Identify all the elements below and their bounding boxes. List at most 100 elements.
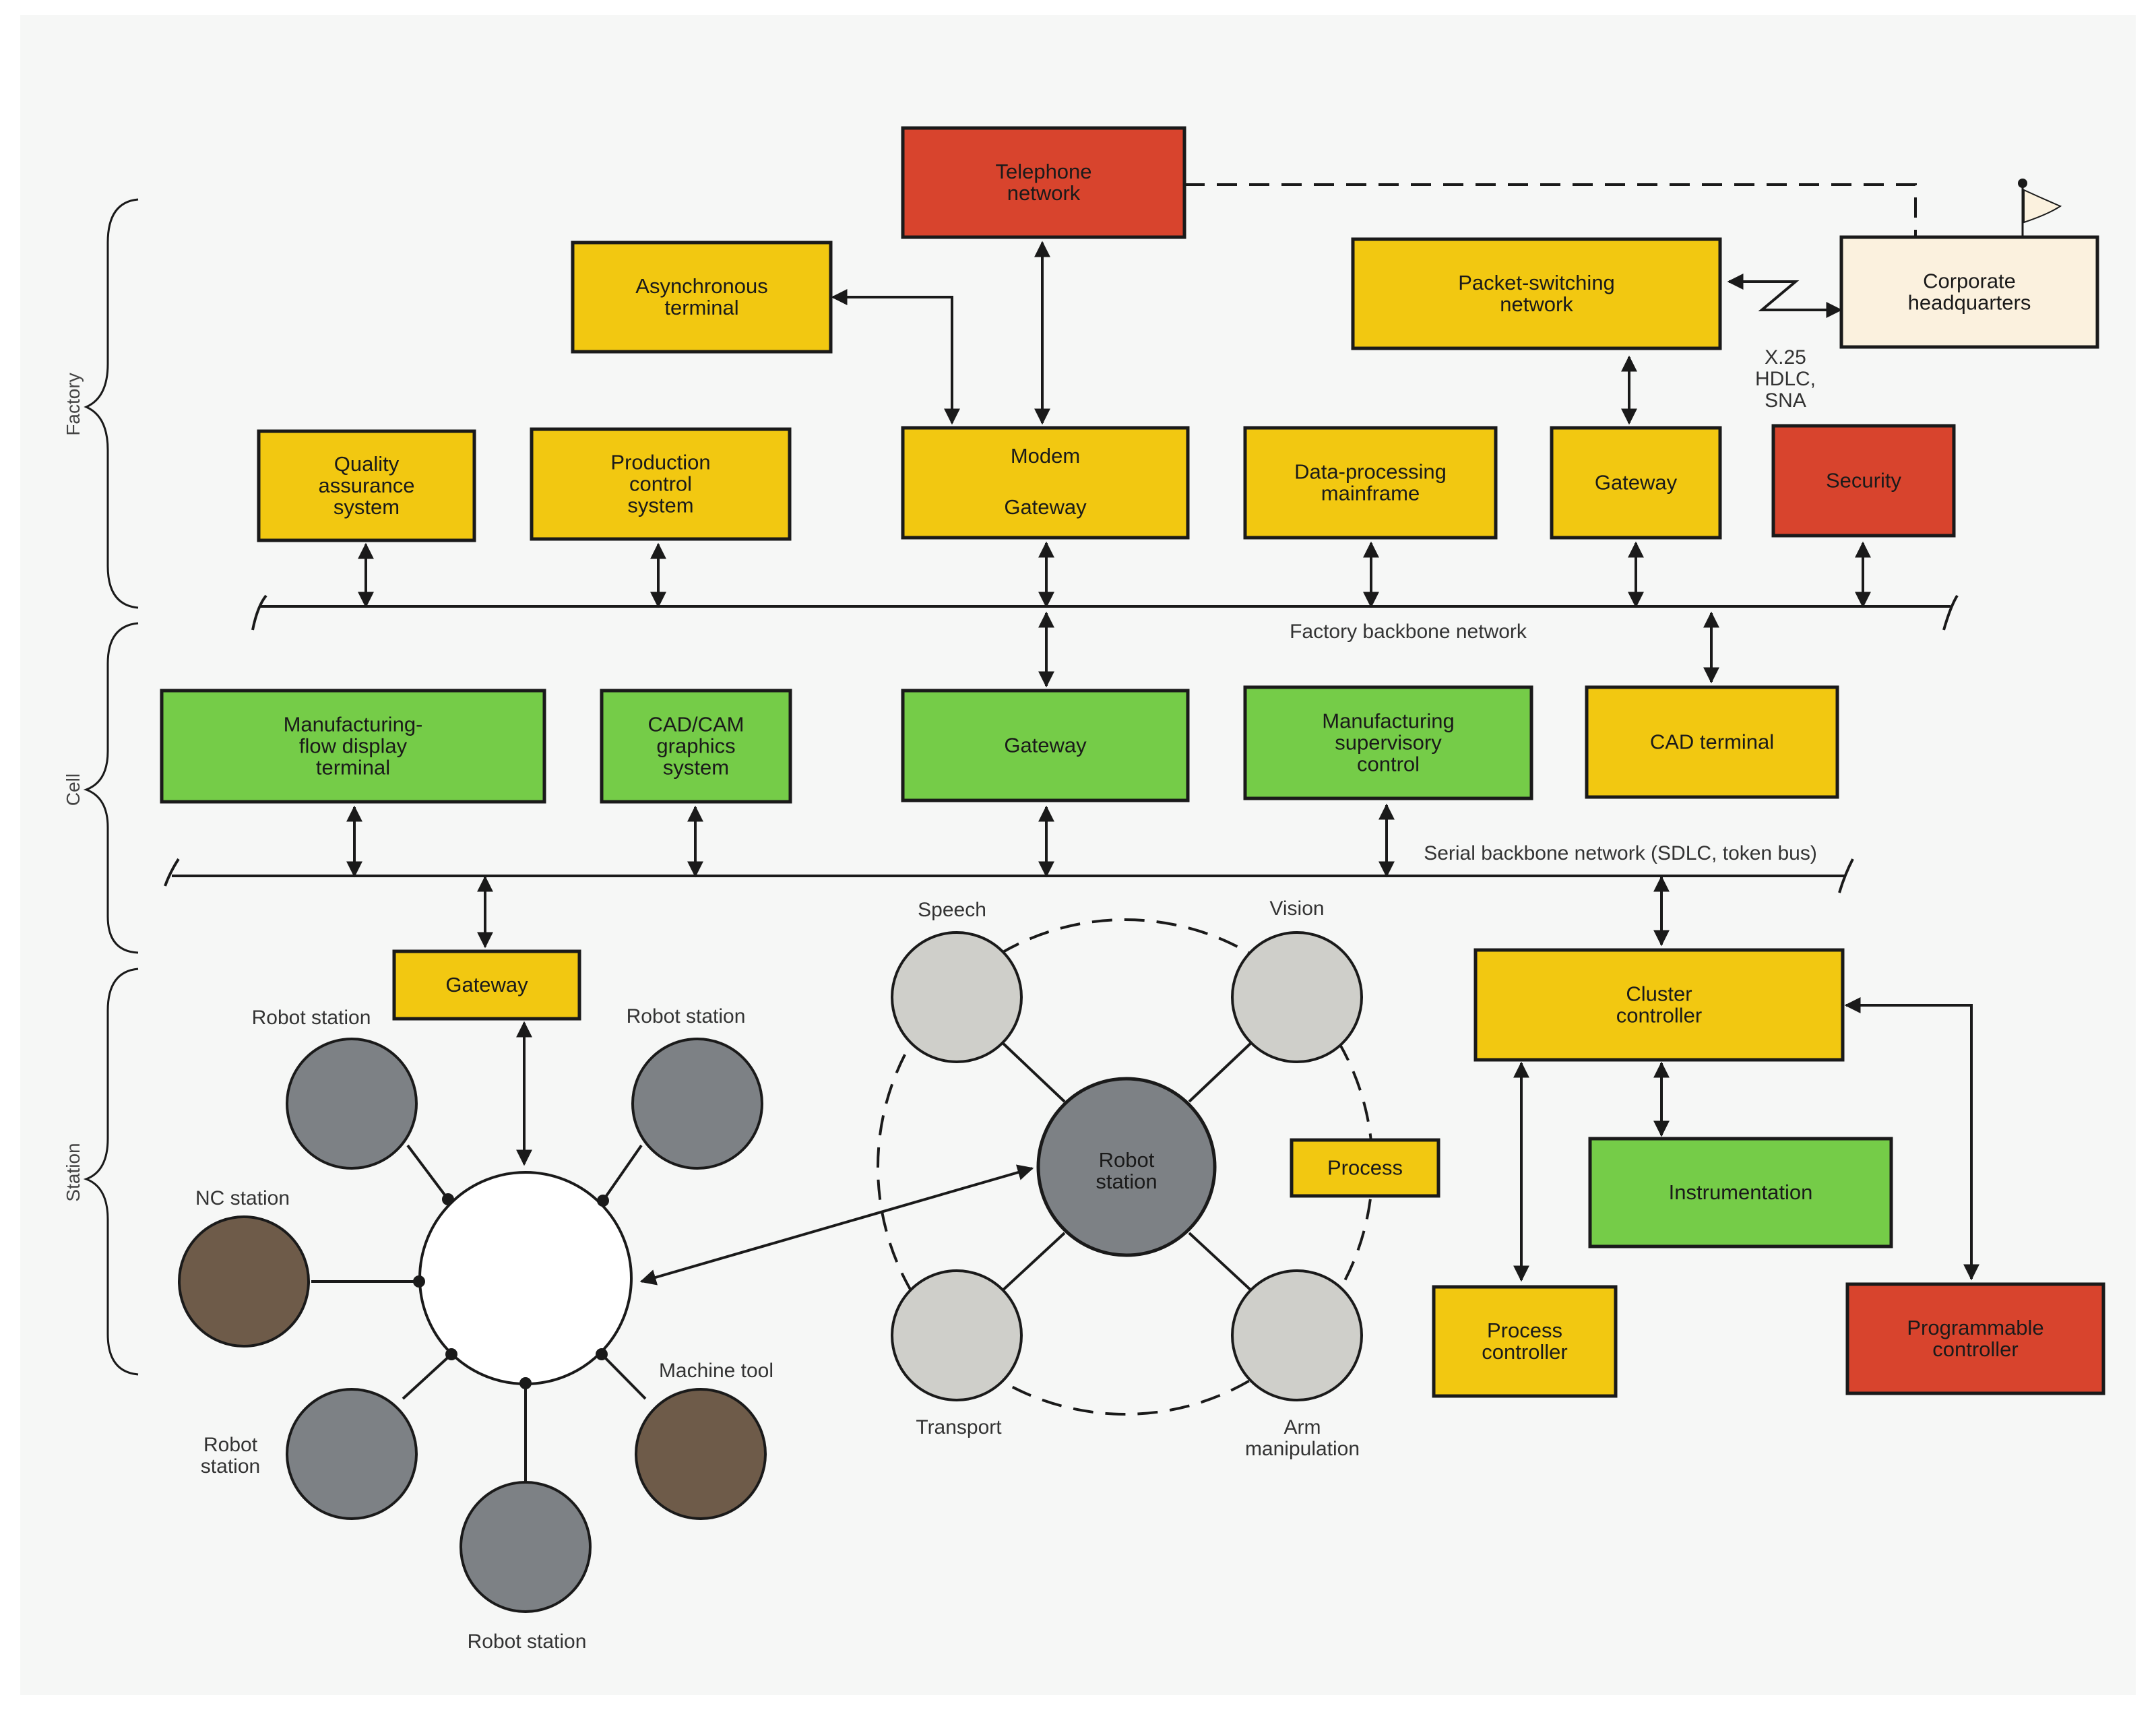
mfg-supervisory-label-line: control	[1357, 753, 1420, 776]
cad-cam-label-line: CAD/CAM	[648, 713, 744, 736]
cell-gateway-box: Gateway	[901, 689, 1190, 802]
packet-switching-box-rect	[1351, 237, 1722, 350]
station-gateway-box-rect	[392, 949, 581, 1021]
factory-gateway-label-line: Gateway	[1595, 471, 1678, 495]
process-box-rect	[1290, 1138, 1440, 1198]
instrumentation-box: Instrumentation	[1588, 1137, 1893, 1248]
production-control-box-rect	[530, 427, 792, 541]
robot-top-left-label: Robot station	[252, 1007, 371, 1029]
machine-tool-label: Machine tool	[659, 1360, 773, 1382]
cell-gateway-label: Gateway	[1004, 734, 1087, 757]
robot-station-top-right	[631, 1038, 763, 1170]
x25-protocol-label-line: SNA	[1765, 389, 1806, 412]
corporate-hq-box-rect	[1839, 235, 2099, 349]
cell-gateway-label-line: Gateway	[1004, 734, 1087, 757]
corporate-hq-label-line: Corporate	[1923, 270, 2016, 293]
instrumentation-label: Instrumentation	[1669, 1180, 1813, 1204]
vision-label: Vision	[1269, 897, 1324, 920]
nc-station-label-line: NC station	[195, 1187, 290, 1209]
arm-manipulation-circle	[1231, 1269, 1363, 1401]
mfg-flow-display-box-rect	[160, 689, 546, 804]
arm-label-line: Arm	[1284, 1416, 1321, 1438]
robot-station-hub-label-line: Robot	[1099, 1148, 1155, 1172]
security-label: Security	[1826, 469, 1901, 493]
factory-brace	[84, 198, 139, 609]
transport-circle	[891, 1269, 1023, 1401]
cad-terminal-label: CAD terminal	[1650, 730, 1774, 754]
arrow-async-modem	[831, 289, 960, 425]
nc-station-label: NC station	[195, 1187, 290, 1209]
transport-label-line: Transport	[916, 1416, 1002, 1438]
cad-terminal-box: CAD terminal	[1585, 685, 1839, 799]
robot-hub-spokes	[999, 1040, 1255, 1294]
programmable-controller-box-rect	[1845, 1282, 2105, 1395]
factory-backbone-left-curl	[251, 594, 267, 631]
backbone-buses	[164, 594, 1959, 893]
cell-gateway-box-rect	[901, 689, 1190, 802]
mfg-flow-display-label-line: terminal	[316, 756, 390, 780]
x25-protocol-label-line: HDLC,	[1755, 368, 1816, 390]
station-gateway-label: Gateway	[445, 973, 528, 996]
corporate-hq-label-line: headquarters	[1908, 291, 2031, 315]
cluster-controller-label-line: controller	[1616, 1004, 1703, 1027]
factory-gateway-box-rect	[1550, 426, 1722, 540]
factory-gateway-box: Gateway	[1550, 426, 1722, 540]
robot-top-left-label-line: Robot station	[252, 1007, 371, 1029]
process-controller-label-line: Process	[1487, 1319, 1562, 1342]
arm-label-line: manipulation	[1245, 1438, 1360, 1460]
robot-station-hub	[1036, 1077, 1217, 1257]
mfg-flow-display-label-line: Manufacturing-	[284, 713, 423, 736]
serial-backbone-right-curl	[1838, 858, 1854, 893]
vision-label-line: Vision	[1269, 897, 1324, 920]
programmable-controller-label-line: Programmable	[1907, 1316, 2043, 1339]
cad-cam-label-line: system	[663, 756, 729, 780]
hq-packet-zigzag-link	[1727, 274, 1843, 318]
telephone-label-line: Telephone	[995, 160, 1091, 183]
async-terminal-label-line: Asynchronous	[635, 274, 767, 298]
mfg-supervisory-label-line: Manufacturing	[1322, 709, 1454, 733]
robot-station-top-left	[286, 1038, 418, 1170]
async-terminal-label-line: terminal	[664, 296, 738, 319]
cluster-controller-box-rect	[1473, 948, 1845, 1062]
process-controller-label-line: controller	[1482, 1340, 1568, 1364]
quality-assurance-box-rect	[257, 429, 476, 542]
sensor-circles	[891, 931, 1363, 1401]
factory-backbone-label: Factory backbone network	[1290, 621, 1527, 643]
quality-assurance-label-line: assurance	[318, 474, 414, 497]
cad-cam-box-rect	[600, 689, 792, 804]
cluster-controller-label-line: Cluster	[1626, 982, 1692, 1006]
process-controller-box-rect	[1432, 1285, 1618, 1398]
factory-gateway-label: Gateway	[1595, 471, 1678, 495]
instrumentation-label-line: Instrumentation	[1669, 1180, 1813, 1204]
tier-braces	[83, 198, 139, 1376]
machine-tool-label-line: Machine tool	[659, 1360, 773, 1382]
robot-top-right-label-line: Robot station	[627, 1005, 746, 1027]
cad-terminal-box-rect	[1585, 685, 1839, 799]
corporate-flag-icon	[2018, 179, 2062, 237]
machine-tool	[635, 1388, 767, 1520]
nc-station	[178, 1215, 310, 1348]
telephone-to-hq-dashed-link	[1184, 183, 1917, 237]
serial-backbone-label: Serial backbone network (SDLC, token bus…	[1424, 842, 1817, 864]
transport-label: Transport	[916, 1416, 1002, 1438]
